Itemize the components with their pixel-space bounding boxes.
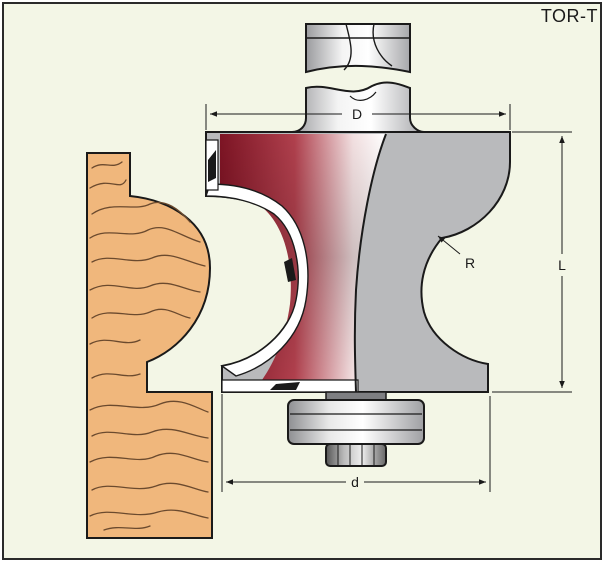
dimension-D-label: D <box>352 106 362 122</box>
dimension-R: R <box>437 235 475 271</box>
dimension-L-label: L <box>558 257 566 273</box>
shank-head <box>305 23 411 74</box>
dimension-R-label: R <box>465 255 475 271</box>
dimension-d: d <box>221 394 491 492</box>
model-code: TOR-T <box>540 6 598 26</box>
dimension-L: L <box>492 131 572 393</box>
wood-grain <box>89 161 209 531</box>
shank-neck <box>291 81 425 133</box>
dimension-d-label: d <box>351 474 359 490</box>
guide-bearing <box>287 391 425 467</box>
carbide-cutting-face <box>205 133 387 393</box>
dimension-D: D <box>205 104 511 130</box>
wood-workpiece <box>86 152 213 539</box>
